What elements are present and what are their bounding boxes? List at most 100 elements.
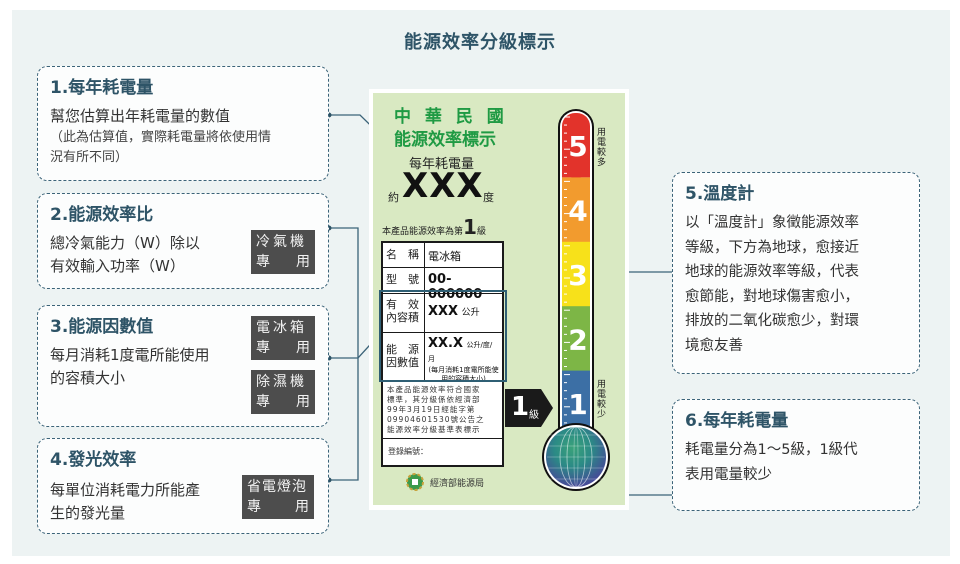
card-heading: 5.溫度計 — [685, 184, 755, 204]
thermo-level-number: 2 — [568, 323, 587, 356]
tag-top: 電冰箱 — [256, 320, 307, 336]
card-heading: 4.發光效率 — [50, 450, 137, 470]
card-line: 每單位消耗電力所能產 — [50, 481, 201, 499]
volume-unit: 公升 — [461, 308, 480, 318]
globe-meridian — [559, 426, 593, 488]
card-heading: 2.能源效率比 — [50, 205, 154, 225]
globe-meridian — [573, 426, 579, 488]
card-line: 等級，下方為地球，愈接近 — [685, 239, 859, 256]
thermo-level-number: 4 — [568, 195, 587, 228]
legal-line: 09904601530號公告之 — [387, 415, 485, 424]
globe-meridian — [566, 426, 586, 488]
card-line: 的容積大小 — [50, 369, 126, 387]
thermo-level-number: 1 — [568, 388, 587, 421]
tag-right: 用 — [296, 340, 310, 356]
tag-right: 用 — [296, 394, 310, 410]
label-name: 能源效率標示 — [394, 130, 496, 150]
label-approx: 約 — [388, 191, 399, 204]
card-line: 以「溫度計」象徵能源效率 — [685, 215, 859, 231]
grade-number: 1 — [463, 215, 477, 239]
tag-air-conditioner-only: 冷氣機 專 用 — [251, 230, 315, 274]
card-luminous-efficacy: 4.發光效率 每單位消耗電力所能產 生的發光量 省電燈泡 專 用 — [37, 438, 329, 534]
card-note: （此為估算值，實際耗電量將依使用情 — [50, 130, 272, 145]
spec-value: 電冰箱 — [428, 250, 461, 263]
spec-value: XX.X 公升/度/月 (每月消耗1度電所能使用的容積大小) — [425, 333, 502, 383]
legal-line: 99年3月19日經能字第 — [387, 405, 476, 414]
legal-text: 本產品能源效率符合國家 標準，其分級係依經濟部 99年3月19日經能字第 099… — [383, 382, 489, 438]
card-heading: 3.能源因數值 — [50, 317, 154, 337]
spec-key: 名 稱 — [383, 243, 425, 267]
tag-dehumidifier-only: 除濕機 專 用 — [251, 370, 315, 414]
globe-meridian — [566, 426, 586, 488]
grade-arrow — [505, 389, 553, 427]
label-grade-text: 本產品能源效率為第1級 — [382, 215, 486, 239]
card-body: 耗電量分為1～5級，1級代 表用電量較少 — [685, 438, 858, 487]
card-line: 地球的能源效率等級，代表 — [685, 264, 859, 280]
tag-left: 專 — [256, 340, 270, 356]
card-thermometer: 5.溫度計 以「溫度計」象徵能源效率 等級，下方為地球，愈接近 地球的能源效率等… — [672, 172, 920, 374]
page-title: 能源效率分級標示 — [404, 32, 556, 53]
arrow-grade-number: 1 — [511, 392, 530, 422]
spec-row-name: 名 稱 電冰箱 — [383, 243, 502, 268]
card-grade-levels: 6.每年耗電量 耗電量分為1～5級，1級代 表用電量較少 — [672, 399, 920, 511]
tag-top: 省電燈泡 — [247, 479, 307, 495]
tag-left: 專 — [247, 499, 261, 515]
thermo-bottom-label: 用電較少 — [597, 380, 607, 420]
legal-line: 能源效率分級基準表標示 — [387, 425, 481, 434]
energy-factor-value: XX.X — [428, 336, 464, 351]
label-annual-title: 每年耗電量 — [409, 157, 475, 172]
spec-value: XXX 公升 — [425, 294, 502, 332]
thermo-level-number: 5 — [568, 130, 587, 163]
registration-label: 登錄編號： — [388, 447, 428, 456]
card-line: 幫您估算出年耗電量的數值 — [50, 107, 231, 125]
card-body: 以「溫度計」象徵能源效率 等級，下方為地球，愈接近 地球的能源效率等級，代表 愈… — [685, 211, 859, 358]
arrow-grade-unit: 級 — [529, 410, 539, 421]
label-annual-value: XXX — [402, 166, 484, 206]
spec-key: 型 號 — [383, 268, 425, 293]
card-heading: 1.每年耗電量 — [50, 78, 154, 98]
card-line: 排放的二氧化碳愈少，對環 — [685, 313, 859, 329]
card-line: 生的發光量 — [50, 504, 126, 522]
volume-value: XXX — [428, 304, 459, 319]
card-line: 每月消耗1度電所能使用 — [50, 346, 210, 364]
spec-key: 有 效 內容積 — [383, 294, 425, 332]
tag-top: 除濕機 — [256, 374, 307, 390]
spec-row-registration: 登錄編號： — [383, 439, 502, 465]
card-heading: 6.每年耗電量 — [685, 411, 789, 431]
thermo-level-3 — [562, 241, 590, 307]
card-line: 愈節能，對地球傷害愈小， — [685, 288, 859, 305]
tag-energy-saving-bulb-only: 省電燈泡 專 用 — [242, 475, 314, 519]
spec-table: 名 稱 電冰箱 型 號 00-000000 有 效 內容積 XXX 公升 能 源… — [381, 241, 504, 467]
card-body: 每單位消耗電力所能產 生的發光量 — [50, 479, 200, 525]
spec-row-volume: 有 效 內容積 XXX 公升 — [383, 294, 502, 333]
thermo-level-fill — [562, 127, 590, 178]
card-line: 總冷氣能力（W）除以 — [50, 234, 200, 252]
issuer-logo-icon — [406, 473, 424, 491]
thermometer: 5 4 3 2 1 — [542, 109, 610, 491]
tag-right: 用 — [296, 254, 310, 270]
card-energy-efficiency-ratio: 2.能源效率比 總冷氣能力（W）除以 有效輸入功率（W） 冷氣機 專 用 — [37, 193, 329, 289]
card-note: 況有所不同） — [50, 150, 129, 165]
tag-left: 專 — [256, 394, 270, 410]
spec-row-legal: 本產品能源效率符合國家 標準，其分級係依經濟部 99年3月19日經能字第 099… — [383, 382, 502, 439]
legal-line: 標準，其分級係依經濟部 — [387, 395, 481, 404]
card-energy-factor: 3.能源因數值 每月消耗1度電所能使用 的容積大小 電冰箱 專用 除濕機 專用 — [37, 305, 329, 427]
globe-icon — [546, 427, 606, 487]
thermo-level-2 — [562, 306, 590, 372]
issuer-name: 經濟部能源局 — [430, 479, 485, 489]
legal-line: 本產品能源效率符合國家 — [387, 385, 481, 394]
card-line: 有效輸入功率（W） — [50, 257, 185, 275]
thermo-level-number: 3 — [568, 259, 587, 292]
label-annual-unit: 度 — [483, 191, 494, 204]
thermo-top-label: 用電較多 — [597, 128, 607, 168]
tag-right: 用 — [295, 499, 309, 515]
card-line: 耗電量分為1～5級，1級代 — [685, 442, 858, 458]
card-line: 表用電量較少 — [685, 466, 772, 483]
connector-2 — [329, 227, 359, 481]
tag-top: 冷氣機 — [256, 234, 307, 250]
card-body: 每月消耗1度電所能使用 的容積大小 — [50, 344, 210, 390]
tag-refrigerator-only: 電冰箱 專 用 — [251, 316, 315, 360]
energy-factor-unit: 公升/度/月 — [428, 341, 493, 363]
tag-left: 專 — [256, 254, 270, 270]
card-body: 幫您估算出年耗電量的數值 （此為估算值，實際耗電量將依使用情 況有所不同） — [50, 105, 271, 168]
